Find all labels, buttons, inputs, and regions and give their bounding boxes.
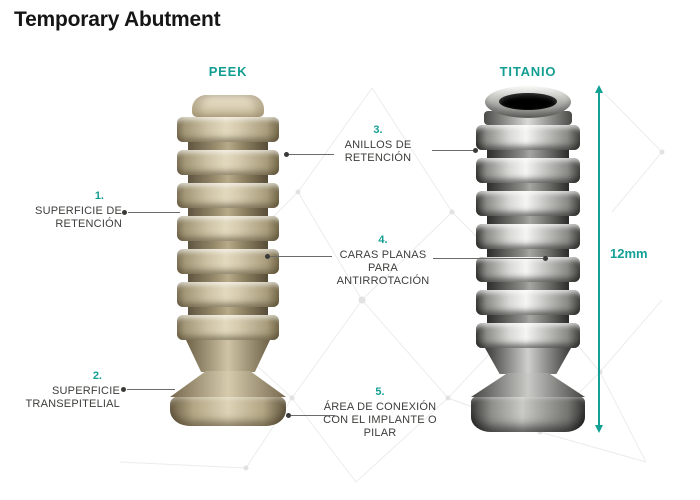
ring-groove bbox=[487, 150, 569, 158]
retention-ring bbox=[177, 282, 279, 307]
ring-groove bbox=[188, 307, 268, 315]
transepithelial-flare bbox=[471, 373, 585, 397]
callout-number: 2. bbox=[92, 370, 102, 382]
leader-line-3-left bbox=[288, 154, 334, 155]
dimension-label: 12mm bbox=[610, 246, 648, 261]
retention-ring bbox=[476, 224, 580, 249]
leader-dot-4-left bbox=[265, 254, 270, 259]
retention-ring bbox=[476, 125, 580, 150]
retention-ring bbox=[177, 249, 279, 274]
ring-groove bbox=[188, 175, 268, 183]
callout-label: SUPERFICIE DE RETENCIÓN bbox=[35, 205, 122, 230]
callout-anillos-de-retencion: 3. ANILLOS DE RETENCIÓN bbox=[328, 124, 428, 165]
retention-ring bbox=[177, 216, 279, 241]
dimension-arrow-up-icon bbox=[595, 85, 603, 93]
retention-ring bbox=[177, 315, 279, 340]
page-title: Temporary Abutment bbox=[14, 8, 221, 31]
callout-number: 4. bbox=[378, 234, 388, 246]
ring-groove bbox=[487, 315, 569, 323]
retention-ring bbox=[476, 191, 580, 216]
retention-ring bbox=[476, 290, 580, 315]
dimension-arrow-down-icon bbox=[595, 425, 603, 433]
dimension-line bbox=[598, 92, 600, 426]
transepithelial-collar bbox=[170, 396, 286, 426]
leader-line-3-right bbox=[432, 150, 476, 151]
ring-groove bbox=[188, 208, 268, 216]
callout-label: ÁREA DE CONEXIÓN CON EL IMPLANTE O PILAR bbox=[323, 401, 437, 439]
leader-dot-2 bbox=[121, 387, 126, 392]
leader-line-4-right bbox=[433, 258, 545, 259]
callout-number: 1. bbox=[94, 190, 104, 202]
transepithelial-flare bbox=[170, 371, 286, 397]
callout-superficie-transepitelial: 2. SUPERFICIE TRANSEPITELIAL bbox=[20, 370, 120, 411]
retention-ring bbox=[177, 150, 279, 175]
leader-dot-4-right bbox=[543, 256, 548, 261]
retention-ring bbox=[476, 323, 580, 348]
ring-groove bbox=[188, 274, 268, 282]
transepithelial-collar bbox=[471, 396, 585, 432]
leader-line-2 bbox=[127, 389, 175, 390]
ring-groove bbox=[487, 249, 569, 257]
retention-ring bbox=[476, 158, 580, 183]
titanium-abutment-illustration bbox=[468, 86, 588, 432]
ring-groove bbox=[487, 183, 569, 191]
callout-number: 5. bbox=[375, 386, 385, 398]
peek-top-cap bbox=[192, 95, 264, 117]
callout-label: CARAS PLANAS PARA ANTIRROTACIÓN bbox=[336, 249, 430, 287]
ring-groove bbox=[487, 282, 569, 290]
abutment-neck bbox=[485, 348, 571, 374]
peek-abutment-illustration bbox=[168, 95, 288, 426]
retention-ring bbox=[177, 117, 279, 142]
leader-line-4-left bbox=[270, 256, 332, 257]
callout-label: SUPERFICIE TRANSEPITELIAL bbox=[25, 385, 120, 410]
leader-line-1 bbox=[128, 212, 180, 213]
screw-channel-hole bbox=[499, 93, 557, 110]
leader-dot-3-right bbox=[473, 148, 478, 153]
leader-dot-3-left bbox=[284, 152, 289, 157]
callout-number: 3. bbox=[373, 124, 383, 136]
retention-ring bbox=[476, 257, 580, 282]
ring-groove bbox=[188, 241, 268, 249]
abutment-neck bbox=[186, 340, 270, 372]
retention-ring bbox=[177, 183, 279, 208]
ring-groove bbox=[188, 142, 268, 150]
leader-line-5 bbox=[291, 415, 335, 416]
callout-caras-planas-antirrotacion: 4. CARAS PLANAS PARA ANTIRROTACIÓN bbox=[335, 234, 431, 288]
leader-dot-1 bbox=[122, 210, 127, 215]
ring-groove bbox=[487, 216, 569, 224]
product-label-peek: PEEK bbox=[208, 64, 248, 79]
callout-area-de-conexion: 5. ÁREA DE CONEXIÓN CON EL IMPLANTE O PI… bbox=[322, 386, 438, 440]
product-label-titanio: TITANIO bbox=[499, 64, 557, 79]
titanium-top-rim bbox=[485, 86, 571, 118]
leader-dot-5 bbox=[286, 413, 291, 418]
callout-superficie-de-retencion: 1. SUPERFICIE DE RETENCIÓN bbox=[22, 190, 122, 231]
callout-label: ANILLOS DE RETENCIÓN bbox=[344, 139, 412, 164]
